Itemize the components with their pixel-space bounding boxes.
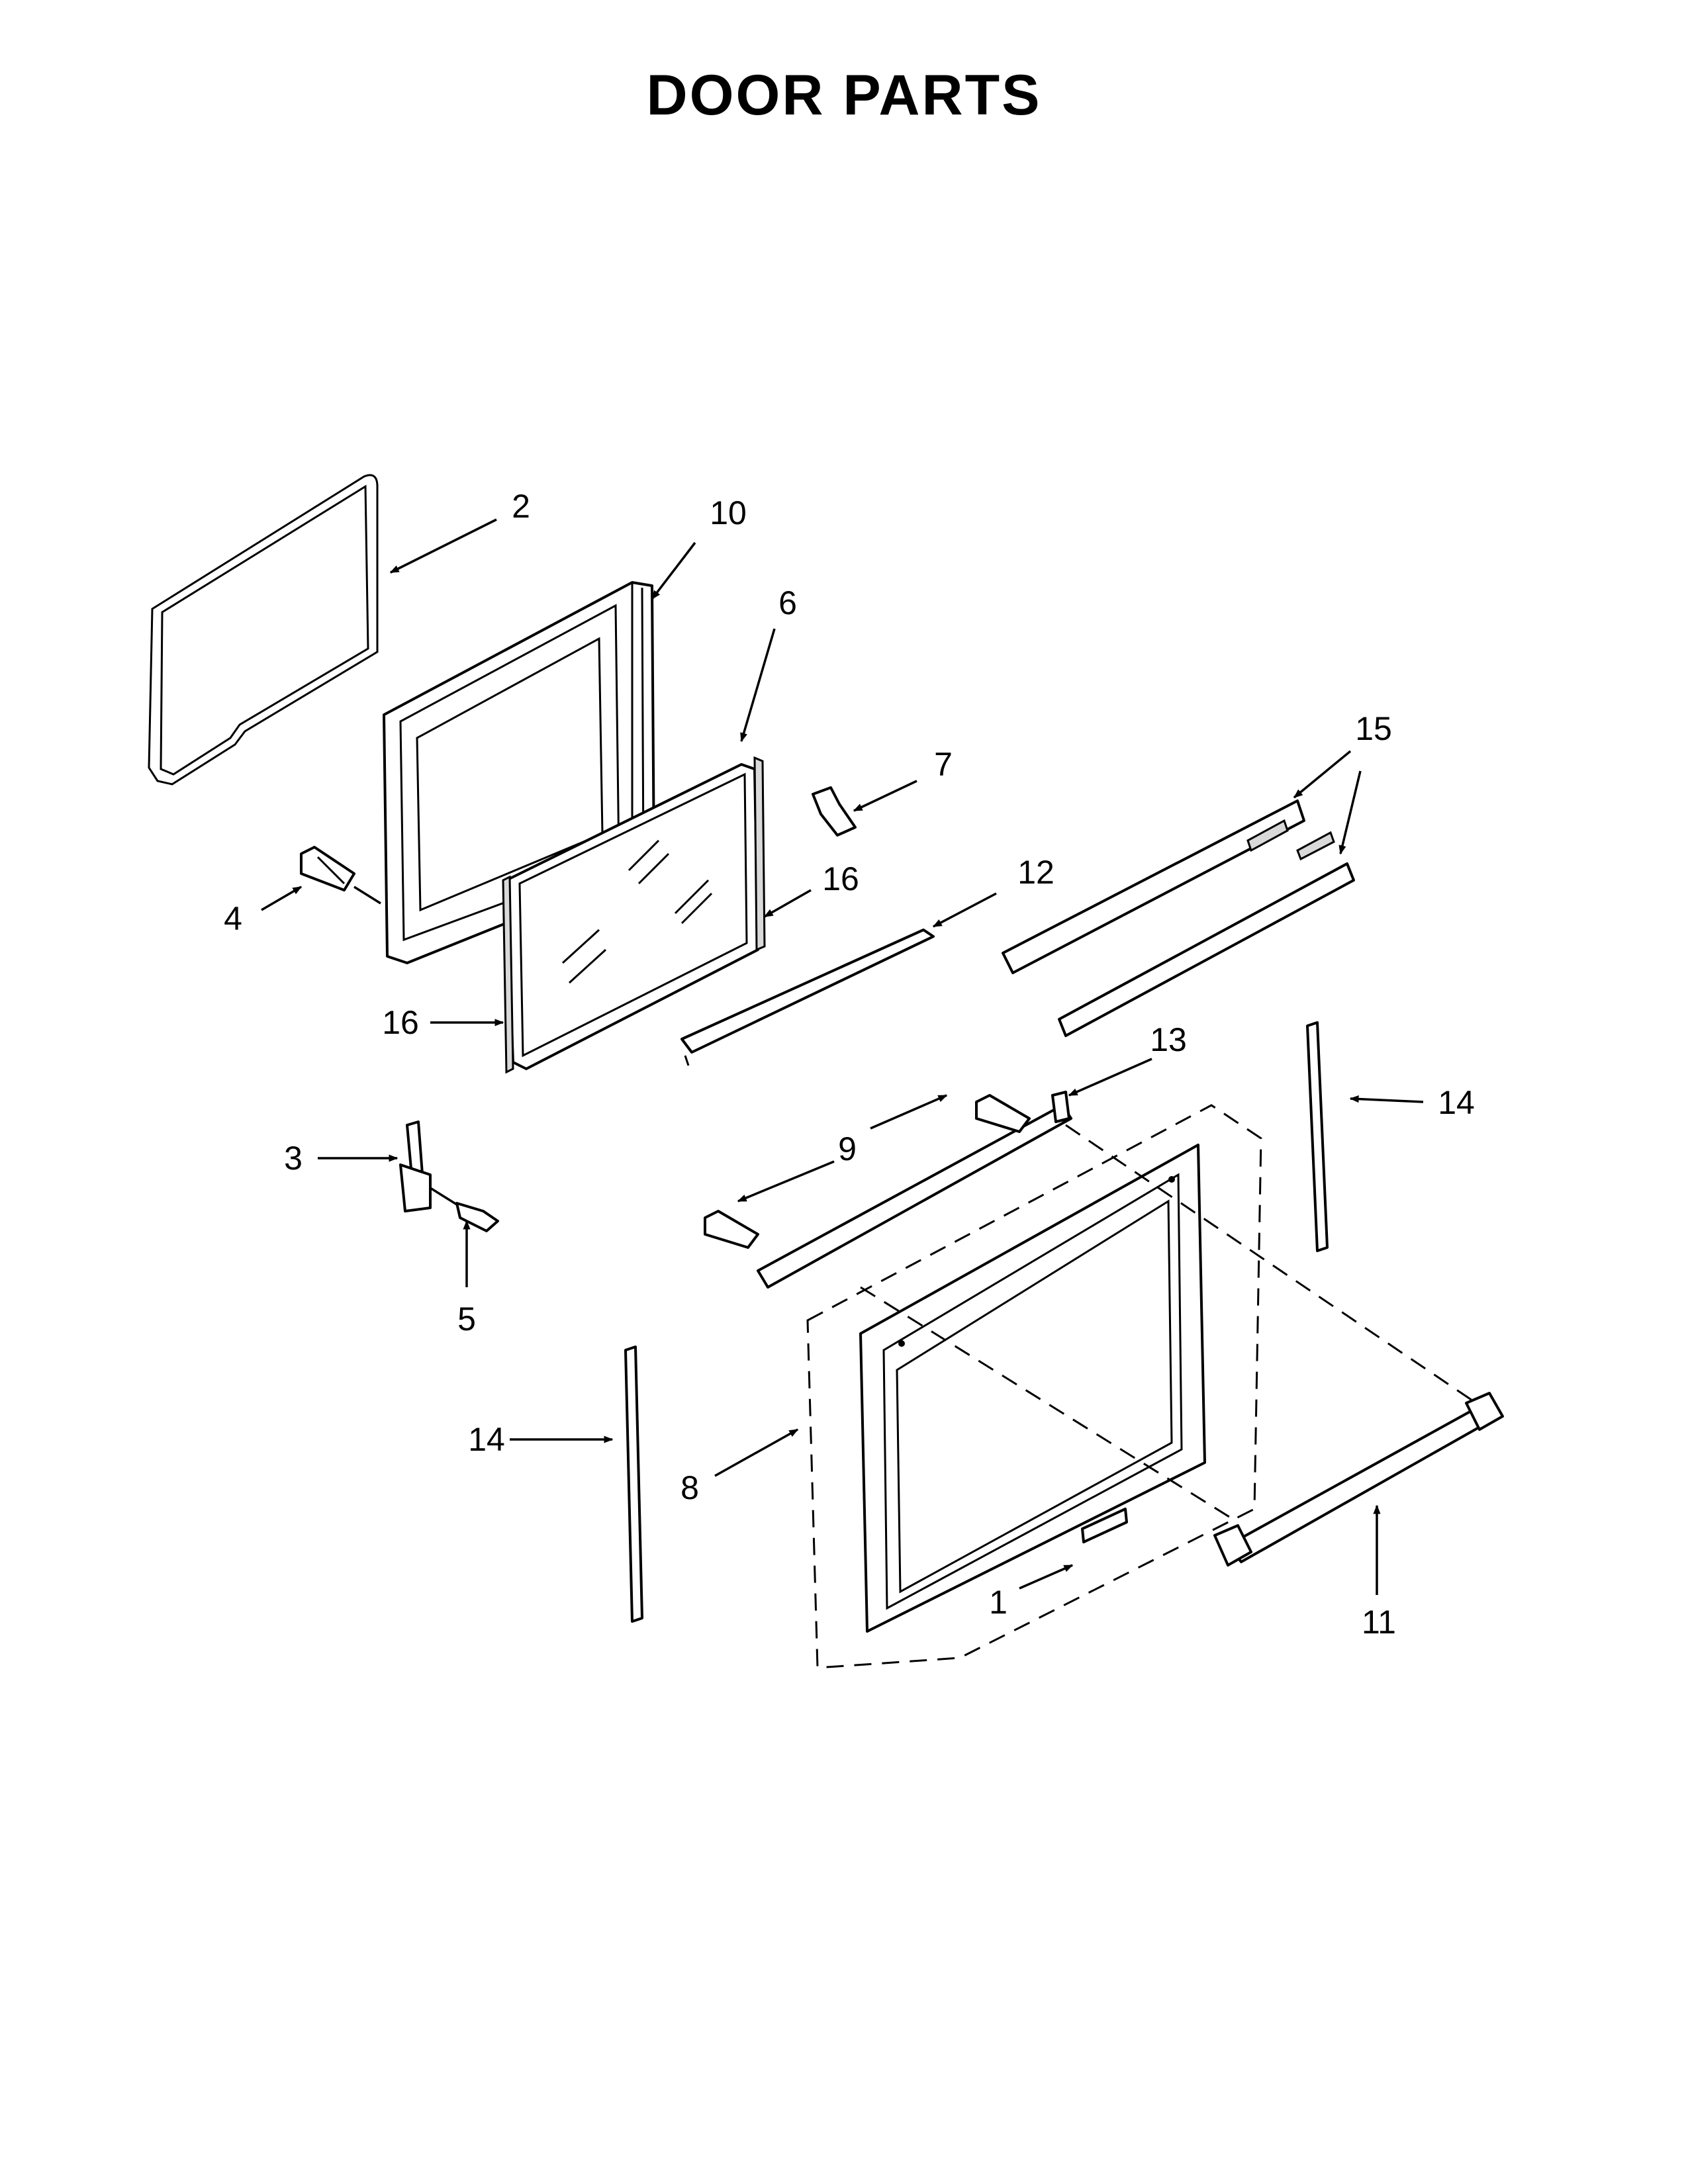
- callout-15: 15: [1355, 710, 1392, 747]
- leader-lines: [261, 518, 1424, 1595]
- door-hinge: [399, 1120, 457, 1212]
- glass-clip: [812, 786, 857, 837]
- callout-13: 13: [1150, 1021, 1187, 1058]
- outer-door-outline: [806, 1104, 1262, 1669]
- callout-2: 2: [512, 488, 530, 525]
- door-handle: [1213, 1392, 1504, 1567]
- hinge-screw-right: [455, 1202, 499, 1232]
- callout-7: 7: [934, 746, 953, 783]
- side-trim-left: [624, 1345, 643, 1623]
- inner-glass: [502, 756, 766, 1074]
- callout-10: 10: [710, 494, 747, 531]
- callout-6: 6: [778, 584, 797, 621]
- channel-screw-bottom: [704, 1210, 759, 1249]
- callout-9: 9: [838, 1130, 857, 1167]
- channel-screw-top: [975, 1094, 1031, 1133]
- callout-11: 11: [1362, 1604, 1396, 1641]
- top-channel: [757, 1091, 1072, 1289]
- page-title: DOOR PARTS: [646, 64, 1042, 127]
- callout-16-left: 16: [382, 1004, 419, 1041]
- door-badge: [1081, 1508, 1128, 1543]
- door-gasket: [148, 474, 379, 786]
- callout-14-right: 14: [1438, 1084, 1475, 1121]
- hinge-screw-left: [300, 846, 381, 905]
- callout-8: 8: [680, 1469, 699, 1506]
- callout-1: 1: [989, 1584, 1008, 1621]
- bottom-trim: [680, 929, 935, 1066]
- outer-door-panel: [859, 1144, 1206, 1633]
- callout-12: 12: [1017, 854, 1055, 891]
- callout-14-left: 14: [468, 1421, 505, 1458]
- side-trim-right: [1306, 1021, 1329, 1252]
- assembly-line-a: [860, 1286, 1239, 1524]
- callout-4: 4: [224, 900, 242, 937]
- door-channels: [1002, 799, 1355, 1037]
- callout-16-right: 16: [822, 860, 859, 897]
- callout-3: 3: [284, 1140, 303, 1177]
- callout-5: 5: [457, 1300, 476, 1338]
